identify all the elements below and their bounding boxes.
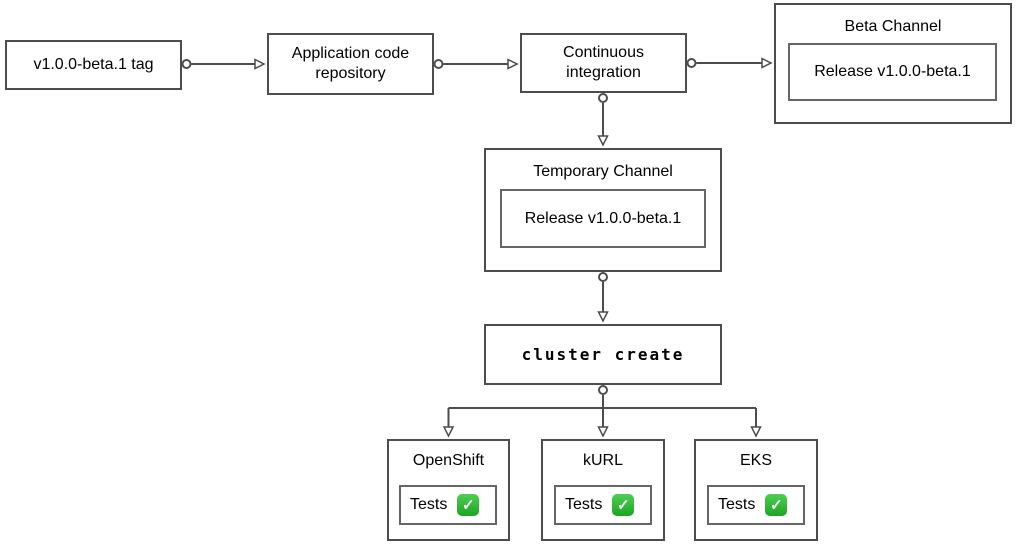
kurl-title: kURL bbox=[582, 452, 623, 469]
eks-tests-box: Tests ✓ bbox=[707, 485, 805, 525]
cluster-create-label: cluster create bbox=[521, 344, 685, 364]
ci-label: Continuous integration bbox=[563, 44, 644, 81]
node-openshift: OpenShift Tests ✓ bbox=[387, 439, 510, 541]
node-cluster-create: cluster create bbox=[484, 324, 722, 385]
check-mark-button-icon: ✓ bbox=[612, 494, 635, 516]
temporary-release-label: Release v1.0.0-beta.1 bbox=[524, 209, 682, 227]
openshift-tests-box: Tests ✓ bbox=[399, 485, 497, 525]
kurl-tests-box: Tests ✓ bbox=[554, 485, 652, 525]
eks-tests-label: Tests bbox=[718, 496, 756, 513]
node-beta-channel: Beta Channel Release v1.0.0-beta.1 bbox=[774, 3, 1012, 124]
beta-release-label: Release v1.0.0-beta.1 bbox=[814, 63, 971, 80]
node-temporary-channel: Temporary Channel Release v1.0.0-beta.1 bbox=[484, 148, 722, 272]
node-eks: EKS Tests ✓ bbox=[694, 439, 818, 541]
check-mark-button-icon: ✓ bbox=[765, 494, 788, 516]
beta-channel-release-box: Release v1.0.0-beta.1 bbox=[788, 43, 997, 101]
kurl-tests-label: Tests bbox=[565, 496, 603, 513]
beta-channel-title: Beta Channel bbox=[844, 18, 942, 35]
node-application-code-repository: Application code repository bbox=[267, 33, 434, 95]
app-repo-label: Application code repository bbox=[291, 45, 410, 82]
temporary-channel-title: Temporary Channel bbox=[533, 163, 673, 180]
check-mark-button-icon: ✓ bbox=[457, 494, 480, 516]
node-kurl: kURL Tests ✓ bbox=[541, 439, 665, 541]
openshift-title: OpenShift bbox=[412, 452, 485, 469]
eks-title: EKS bbox=[739, 452, 772, 469]
openshift-tests-label: Tests bbox=[410, 496, 448, 513]
node-continuous-integration: Continuous integration bbox=[520, 33, 687, 93]
version-tag-label: v1.0.0-beta.1 tag bbox=[33, 56, 154, 73]
temporary-channel-release-box: Release v1.0.0-beta.1 bbox=[500, 189, 706, 248]
node-version-tag: v1.0.0-beta.1 tag bbox=[5, 40, 182, 90]
